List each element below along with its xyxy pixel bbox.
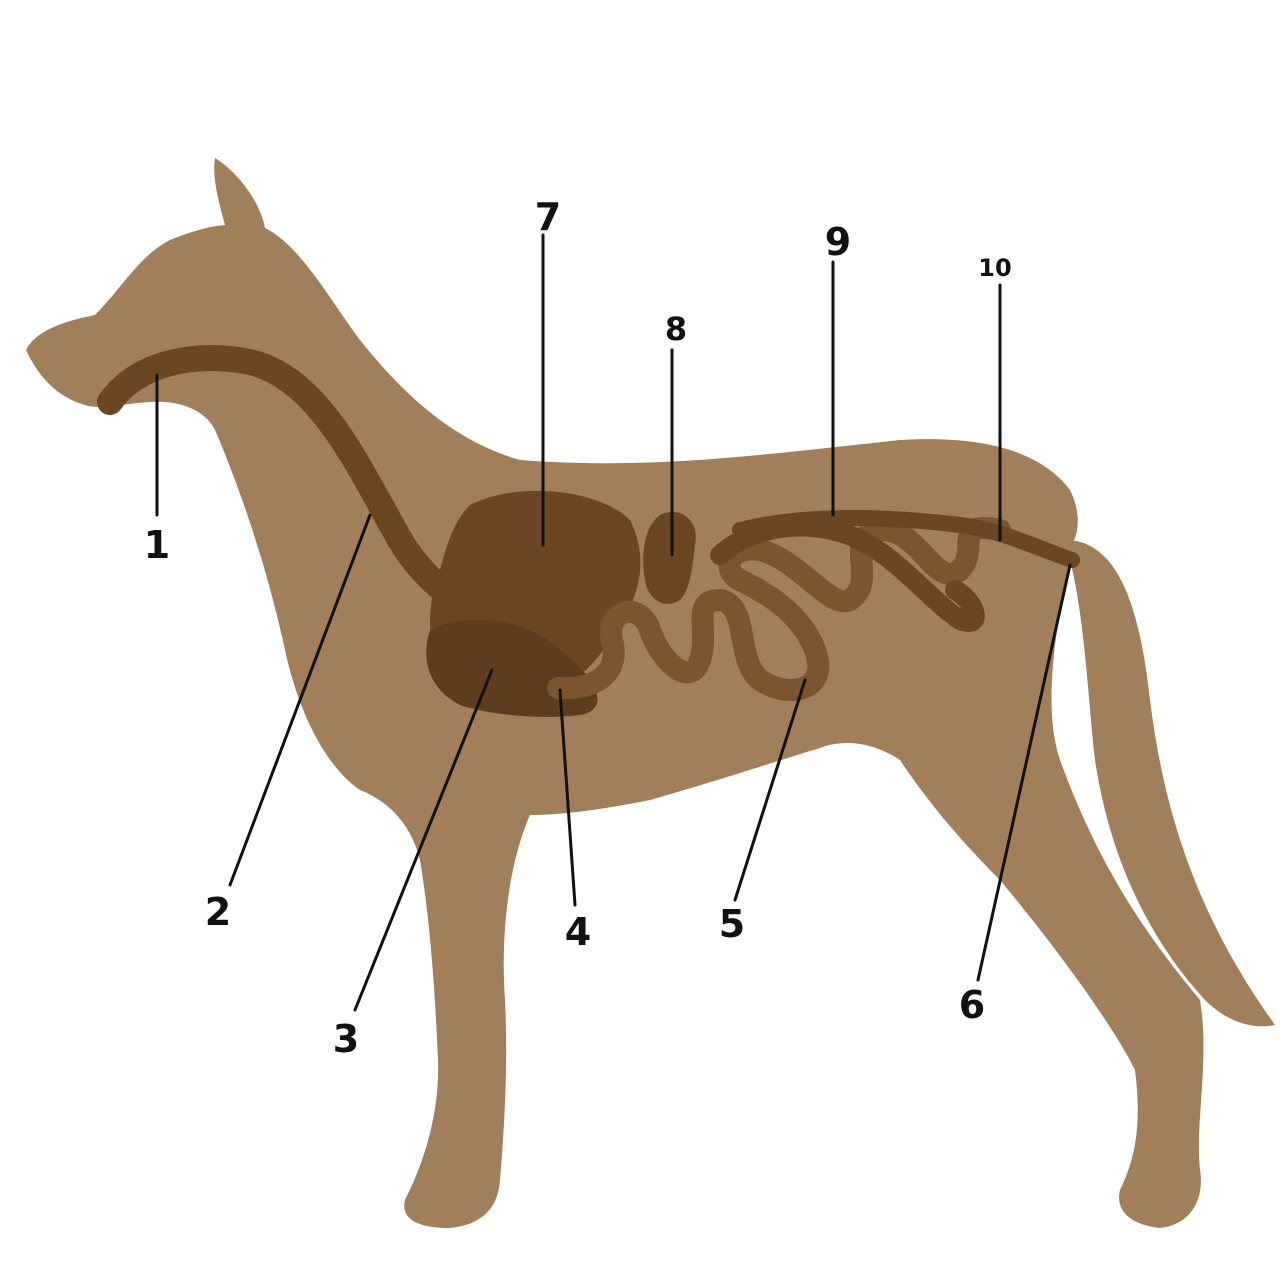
label-4: 4 <box>565 910 591 954</box>
label-9: 9 <box>825 220 851 264</box>
label-7: 7 <box>535 195 561 239</box>
leader-lines <box>155 233 1072 1012</box>
label-2: 2 <box>205 890 231 934</box>
label-1: 1 <box>144 523 170 567</box>
leader-line-4 <box>558 688 577 907</box>
label-10: 10 <box>978 254 1011 282</box>
label-3: 3 <box>333 1017 359 1061</box>
label-5: 5 <box>719 902 745 946</box>
leader-line-5 <box>733 678 807 902</box>
digestive-organs <box>97 345 1080 717</box>
colon <box>732 510 1080 568</box>
leader-line-6 <box>976 563 1072 982</box>
leader-line-3 <box>353 668 494 1012</box>
number-labels: 1 2 3 4 5 6 7 8 9 10 <box>144 195 1012 1061</box>
spleen <box>643 511 696 604</box>
leader-line-2 <box>228 513 372 887</box>
small-intestine <box>547 517 1011 701</box>
label-8: 8 <box>665 310 687 348</box>
dog-tail <box>1070 540 1275 1027</box>
label-6: 6 <box>959 983 985 1027</box>
